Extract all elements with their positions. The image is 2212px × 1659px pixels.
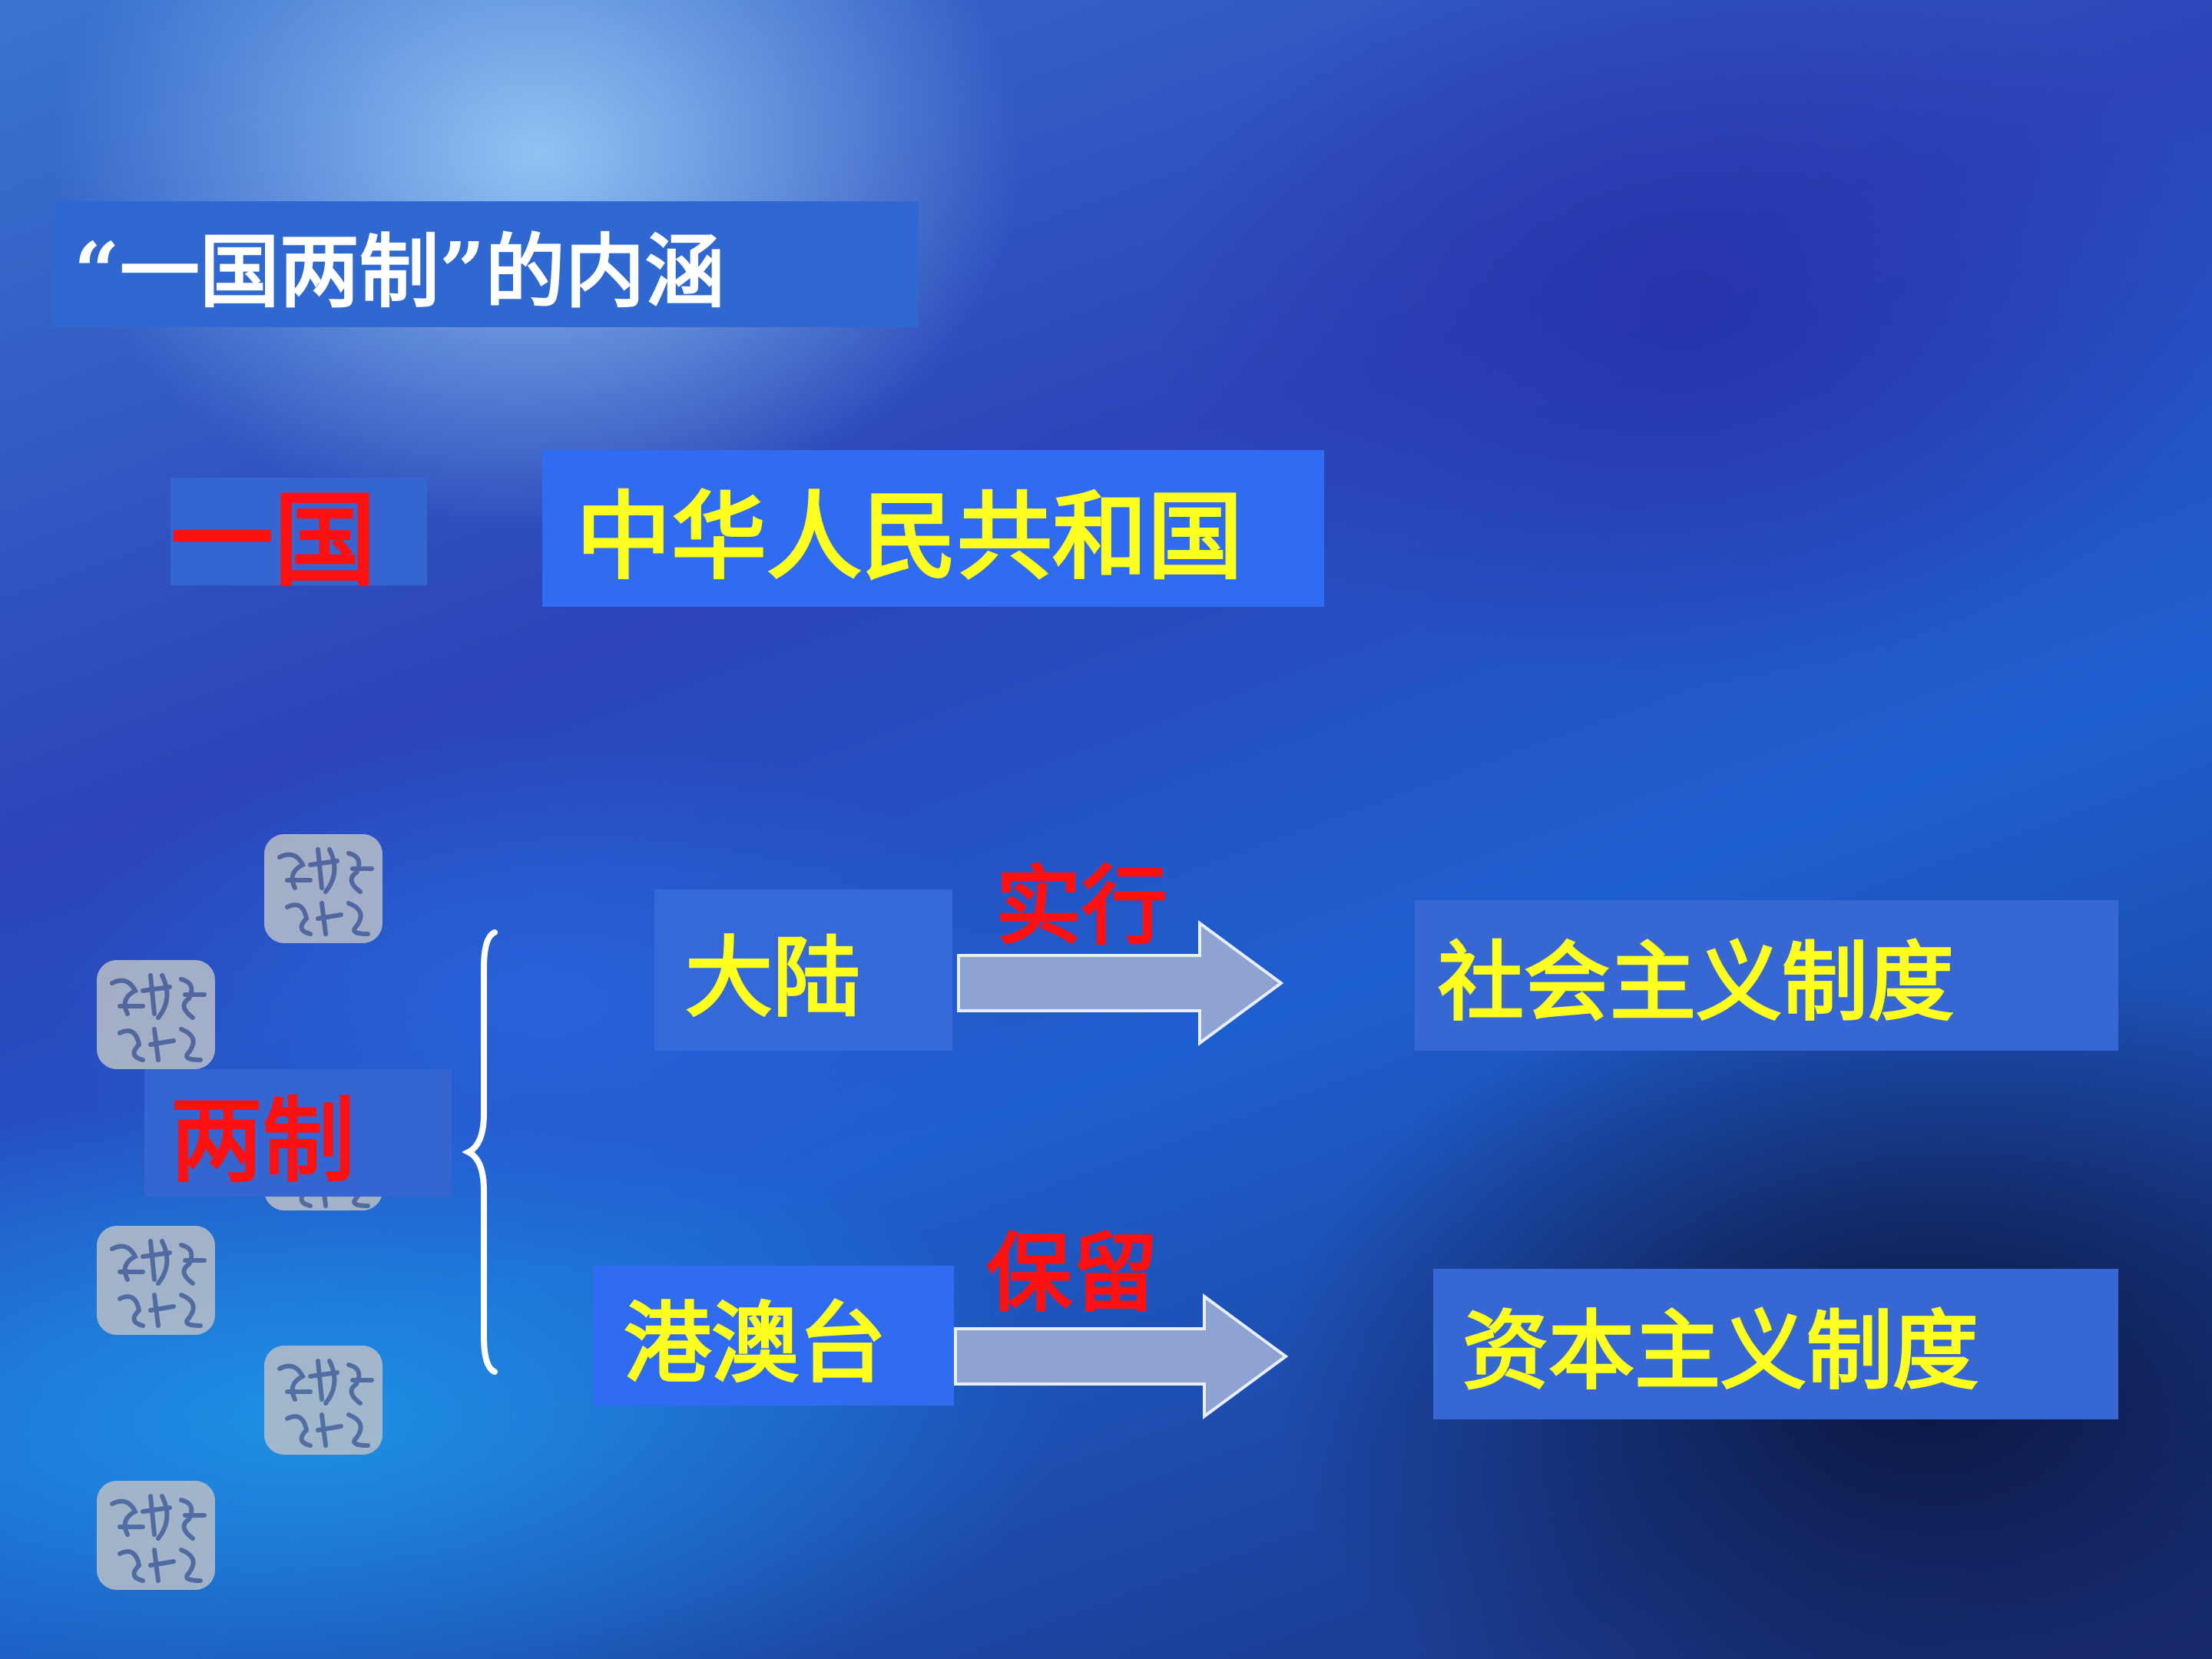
seal-icon [97, 960, 215, 1069]
hmt-system-text: 资本主义制度 [1462, 1301, 1979, 1402]
curly-brace-icon [462, 929, 498, 1375]
page-title-text: “一国两制”的内涵 [74, 224, 725, 319]
liang-zhi-label-text: 两制 [171, 1087, 355, 1195]
hmt-region-text: 港澳台 [624, 1291, 887, 1395]
seal-icon [264, 1346, 382, 1455]
liang-zhi-label: 两制 [144, 1069, 452, 1197]
seal-icon [97, 1481, 215, 1590]
mainland-system-box: 社会主义制度 [1415, 900, 2118, 1051]
yi-guo-meaning-text: 中华人民共和国 [576, 482, 1243, 593]
page-title: “一国两制”的内涵 [52, 201, 919, 327]
seal-icon [264, 834, 382, 943]
mainland-system-text: 社会主义制度 [1438, 932, 1954, 1033]
seal-icon [97, 1226, 215, 1335]
hmt-region-box: 港澳台 [593, 1266, 954, 1406]
yi-guo-label-text: 一国 [171, 479, 377, 601]
mainland-region-box: 大陆 [654, 889, 952, 1051]
yi-guo-label: 一国 [171, 478, 427, 601]
hmt-verb: 保留 [986, 1224, 1158, 1324]
mainland-region-text: 大陆 [685, 926, 861, 1029]
mainland-verb: 实行 [995, 856, 1167, 957]
yi-guo-meaning-box: 中华人民共和国 [542, 450, 1324, 607]
hmt-system-box: 资本主义制度 [1433, 1269, 2118, 1419]
